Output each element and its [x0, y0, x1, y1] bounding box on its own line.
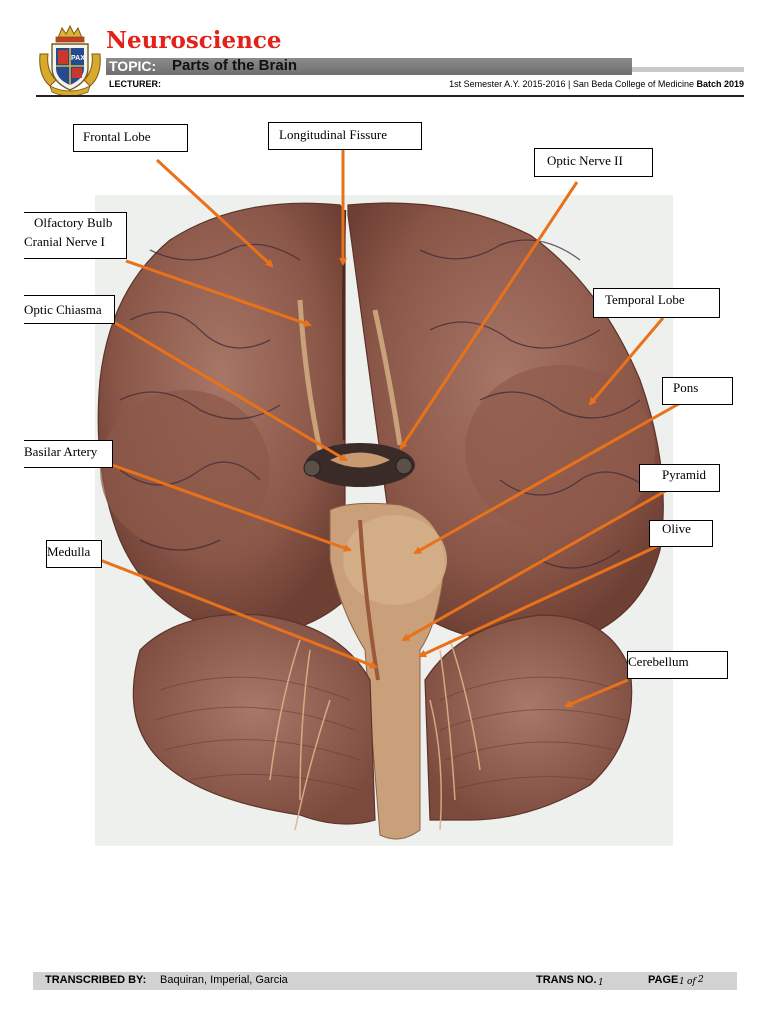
arrow-pyramid	[401, 483, 677, 642]
course-title: Neuroscience	[106, 27, 282, 54]
trans-no-value: 1	[598, 978, 604, 988]
arrow-pons	[413, 400, 683, 555]
label-medulla: Medulla	[46, 540, 102, 568]
arrow-optic-nerve	[399, 181, 579, 450]
label-pons: Pons	[662, 377, 733, 405]
label-pyramid: Pyramid	[639, 464, 720, 492]
label-arrows	[99, 149, 683, 708]
arrow-olive	[418, 543, 661, 658]
label-frontal-lobe: Frontal Lobe	[73, 124, 188, 152]
page-label: PAGE	[648, 974, 679, 986]
pons-shape	[343, 515, 447, 605]
topic-bar-tail	[632, 67, 744, 72]
arrow-basilar-artery	[111, 463, 352, 552]
cerebellar-folia	[154, 676, 626, 791]
page-number: 1	[679, 977, 685, 987]
label-optic-chiasma: Optic Chiasma	[24, 295, 115, 324]
topic-label: TOPIC:	[109, 58, 157, 74]
nerve-roots	[269, 639, 481, 831]
arrow-temporal-lobe	[588, 317, 665, 406]
logo-text: PAX	[71, 55, 85, 62]
arrow-cerebellum	[564, 678, 629, 708]
page-total: 2	[698, 975, 704, 985]
olfactory-tract-right	[372, 309, 403, 446]
arrow-optic-chiasma	[111, 319, 348, 462]
label-olfactory-bulb-line1: Olfactory Bulb	[34, 215, 113, 230]
transcribed-by-label: TRANSCRIBED BY:	[45, 974, 147, 986]
semester-info: 1st Semester A.Y. 2015-2016 | San Beda C…	[449, 79, 744, 89]
brain-vessels	[119, 239, 651, 569]
label-temporal-lobe: Temporal Lobe	[593, 288, 720, 318]
right-temporal-lobe	[465, 365, 655, 535]
arrow-medulla	[99, 558, 378, 669]
transcribers: Baquiran, Imperial, Garcia	[160, 974, 288, 986]
topic-value: Parts of the Brain	[172, 57, 298, 74]
batch-text: Batch 2019	[696, 79, 744, 89]
topic-bar: TOPIC: Parts of the Brain	[106, 57, 632, 75]
footer-bar: TRANSCRIBED BY: Baquiran, Imperial, Garc…	[33, 972, 737, 990]
label-optic-nerve: Optic Nerve II	[534, 148, 653, 177]
arrow-frontal-lobe	[155, 158, 274, 268]
left-temporal-lobe	[100, 390, 270, 550]
semester-text: 1st Semester A.Y. 2015-2016 | San Beda C…	[449, 79, 697, 89]
header-divider	[36, 95, 744, 97]
lecturer-label: LECTURER:	[109, 79, 161, 89]
page-of: of	[687, 977, 696, 987]
arrow-olfactory-bulb	[125, 259, 312, 327]
college-seal-logo: PAX	[39, 24, 101, 96]
label-longitudinal-fissure: Longitudinal Fissure	[268, 122, 422, 150]
olfactory-tract-left	[297, 299, 323, 451]
label-olfactory-bulb-line2: Cranial Nerve I	[24, 234, 105, 249]
label-olive: Olive	[649, 520, 713, 547]
trans-no-label: TRANS NO.	[536, 974, 597, 986]
label-basilar-artery: Basilar Artery	[24, 440, 113, 468]
label-cerebellum: Cerebellum	[627, 651, 728, 679]
label-olfactory-bulb: Olfactory Bulb Cranial Nerve I	[24, 212, 127, 259]
